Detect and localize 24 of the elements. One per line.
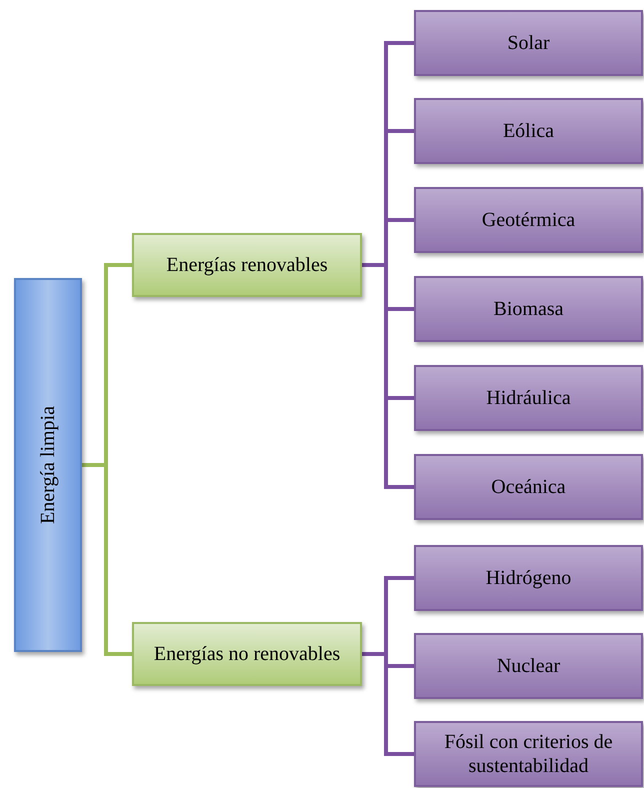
category-box — [132, 233, 362, 297]
node-label: Energías renovables — [166, 253, 328, 277]
category-box — [132, 622, 362, 686]
item-box — [414, 187, 643, 253]
item-box — [414, 10, 643, 76]
node-label: Fósil con criterios de sustentabilidad — [443, 730, 614, 778]
node-label: Hidrógeno — [486, 566, 572, 590]
item-box — [414, 276, 643, 342]
node-label: Hidráulica — [486, 386, 571, 410]
item-box — [414, 633, 643, 699]
node-label: Geotérmica — [482, 208, 576, 232]
node-label: Eólica — [502, 119, 554, 143]
item-box — [414, 545, 643, 611]
root-box — [14, 278, 82, 652]
item-box — [414, 365, 643, 431]
node-label: Nuclear — [496, 654, 560, 678]
node-label: Energías no renovables — [154, 642, 340, 666]
item-box — [414, 721, 643, 787]
item-box — [414, 98, 643, 164]
node-label: Solar — [507, 31, 550, 55]
node-label: Oceánica — [491, 475, 566, 499]
item-box — [414, 454, 643, 520]
node-label: Energía limpia — [36, 406, 60, 524]
node-label: Biomasa — [494, 297, 564, 321]
